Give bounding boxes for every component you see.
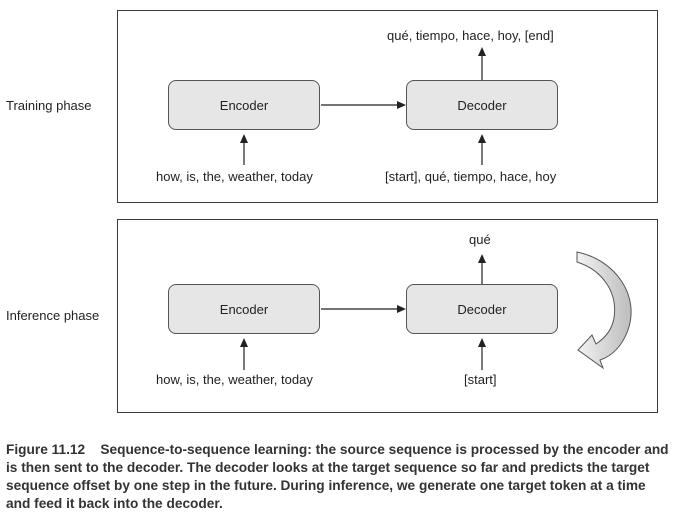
caption-text: Sequence-to-sequence learning: the sourc…: [6, 442, 669, 511]
inference-decoder-label: Decoder: [457, 301, 507, 317]
inference-decoder-output-arrow: [478, 254, 486, 284]
inference-encoder-box: Encoder: [168, 284, 320, 334]
inference-encoder-label: Encoder: [219, 301, 269, 317]
training-encoder-box: Encoder: [168, 80, 320, 130]
figure-caption: Figure 11.12 Sequence-to-sequence learni…: [6, 441, 670, 513]
inference-encoder-input-arrow: [240, 338, 248, 370]
training-decoder-label: Decoder: [457, 97, 507, 113]
inference-panel: [117, 219, 658, 413]
training-encoder-input-arrow: [240, 134, 248, 165]
inference-phase-label: Inference phase: [6, 308, 100, 323]
inference-decoder-box: Decoder: [406, 284, 558, 334]
training-encoder-input: how, is, the, weather, today: [156, 169, 313, 184]
training-phase-label: Training phase: [6, 98, 92, 113]
training-encoder-label: Encoder: [219, 97, 269, 113]
training-decoder-output: qué, tiempo, hace, hoy, [end]: [387, 28, 554, 43]
figure-number: Figure 11.12: [6, 442, 86, 457]
training-decoder-input-arrow: [478, 134, 486, 165]
training-decoder-box: Decoder: [406, 80, 558, 130]
training-decoder-output-arrow: [478, 47, 486, 80]
inference-decoder-input: [start]: [464, 372, 497, 387]
training-decoder-input: [start], qué, tiempo, hace, hoy: [385, 169, 557, 184]
inference-decoder-input-arrow: [478, 338, 486, 370]
inference-encoder-to-decoder-arrow: [321, 305, 406, 313]
inference-encoder-input: how, is, the, weather, today: [156, 372, 313, 387]
feedback-curved-arrow: [576, 251, 632, 370]
inference-decoder-output: qué: [469, 232, 491, 247]
training-encoder-to-decoder-arrow: [321, 101, 406, 109]
